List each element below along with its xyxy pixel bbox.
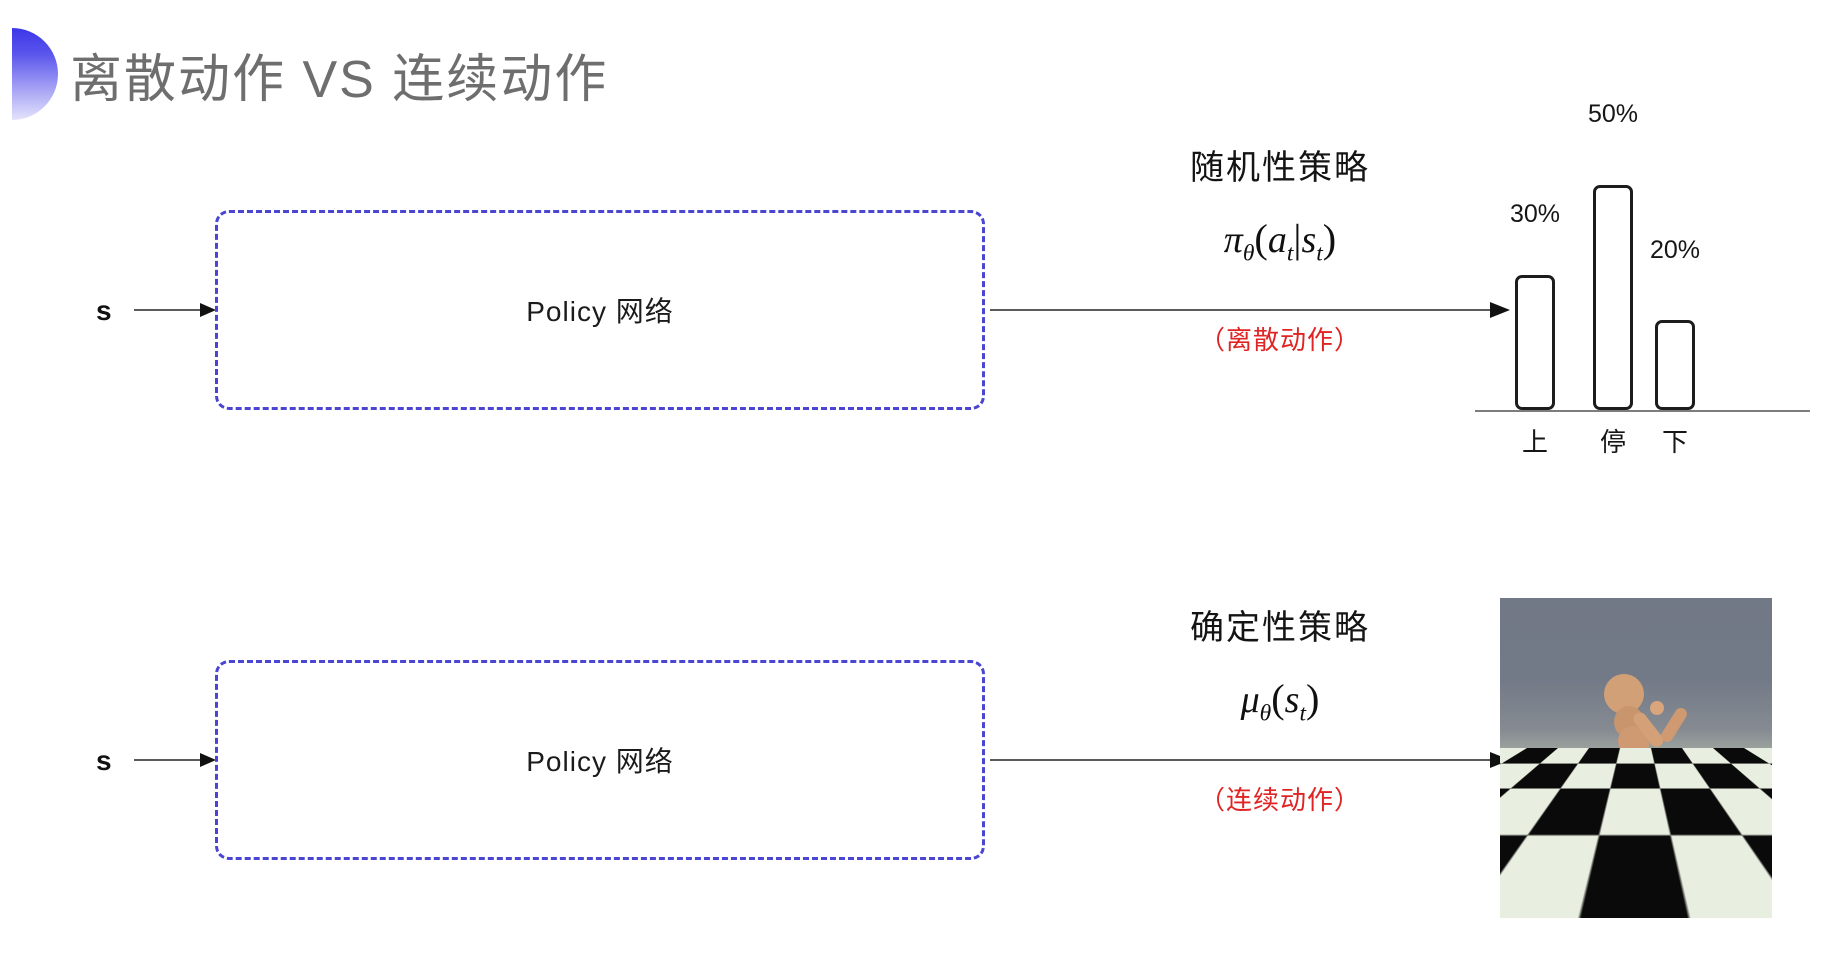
action-type-label-row1: （离散动作） bbox=[1198, 324, 1361, 355]
policy-formula-row2: μθ(st) bbox=[1070, 675, 1490, 728]
formula-arg2-sub-row1: t bbox=[1316, 240, 1323, 267]
annotation-row1: 随机性策略 πθ(at|st) （离散动作） bbox=[1070, 148, 1490, 357]
formula-arg1-sub-row2: t bbox=[1299, 700, 1306, 727]
formula-arg1-row2: s bbox=[1284, 678, 1300, 721]
formula-open-paren-row2: ( bbox=[1271, 675, 1285, 721]
formula-subscript-row1: θ bbox=[1242, 240, 1255, 267]
action-probability-bar-chart: 30% 上 50% 停 20% 下 bbox=[1475, 100, 1810, 457]
formula-symbol-row1: π bbox=[1223, 218, 1243, 261]
page-title: 离散动作 VS 连续动作 bbox=[70, 50, 609, 109]
policy-network-box-row2[interactable]: Policy 网络 bbox=[215, 660, 985, 860]
policy-formula-row1: πθ(at|st) bbox=[1070, 215, 1490, 268]
policy-network-label-row2: Policy 网络 bbox=[526, 746, 674, 777]
policy-heading-row2: 确定性策略 bbox=[1190, 609, 1370, 647]
formula-symbol-row2: μ bbox=[1240, 678, 1260, 721]
formula-arg1-sub-row1: t bbox=[1286, 240, 1294, 267]
state-to-policy-arrow-row2 bbox=[134, 753, 216, 767]
title-bullet-icon bbox=[12, 28, 58, 120]
humanoid-figure bbox=[1578, 674, 1687, 868]
policy-heading-row1: 随机性策略 bbox=[1190, 149, 1370, 187]
state-input-label-row2: s bbox=[96, 745, 112, 776]
policy-network-label-row1: Policy 网络 bbox=[526, 296, 674, 327]
humanoid-simulation-image bbox=[1500, 598, 1772, 918]
bar-0 bbox=[1515, 275, 1555, 410]
policy-to-output-arrow-row1 bbox=[990, 302, 1510, 318]
bar-value-1: 50% bbox=[1587, 100, 1639, 128]
state-to-policy-arrow-row1 bbox=[134, 303, 216, 317]
bar-category-1: 停 bbox=[1599, 427, 1626, 457]
formula-subscript-row2: θ bbox=[1259, 700, 1272, 727]
formula-open-paren-row1: ( bbox=[1254, 215, 1268, 261]
chart-baseline bbox=[1475, 410, 1810, 412]
formula-bar-row1: | bbox=[1293, 215, 1302, 261]
annotation-row2: 确定性策略 μθ(st) （连续动作） bbox=[1070, 608, 1490, 817]
action-type-label-row2: （连续动作） bbox=[1198, 784, 1361, 815]
bar-1 bbox=[1593, 185, 1633, 410]
formula-arg1-row1: a bbox=[1267, 218, 1287, 261]
formula-close-paren-row2: ) bbox=[1306, 675, 1320, 721]
formula-arg2-row1: s bbox=[1301, 218, 1317, 261]
formula-close-paren-row1: ) bbox=[1322, 215, 1337, 261]
bar-category-0: 上 bbox=[1521, 427, 1548, 457]
bar-category-2: 下 bbox=[1661, 427, 1688, 457]
bar-2 bbox=[1655, 320, 1695, 410]
state-input-label-row1: s bbox=[96, 295, 112, 326]
policy-network-box-row1[interactable]: Policy 网络 bbox=[215, 210, 985, 410]
bar-value-2: 20% bbox=[1649, 236, 1701, 264]
bar-value-0: 30% bbox=[1509, 200, 1561, 228]
